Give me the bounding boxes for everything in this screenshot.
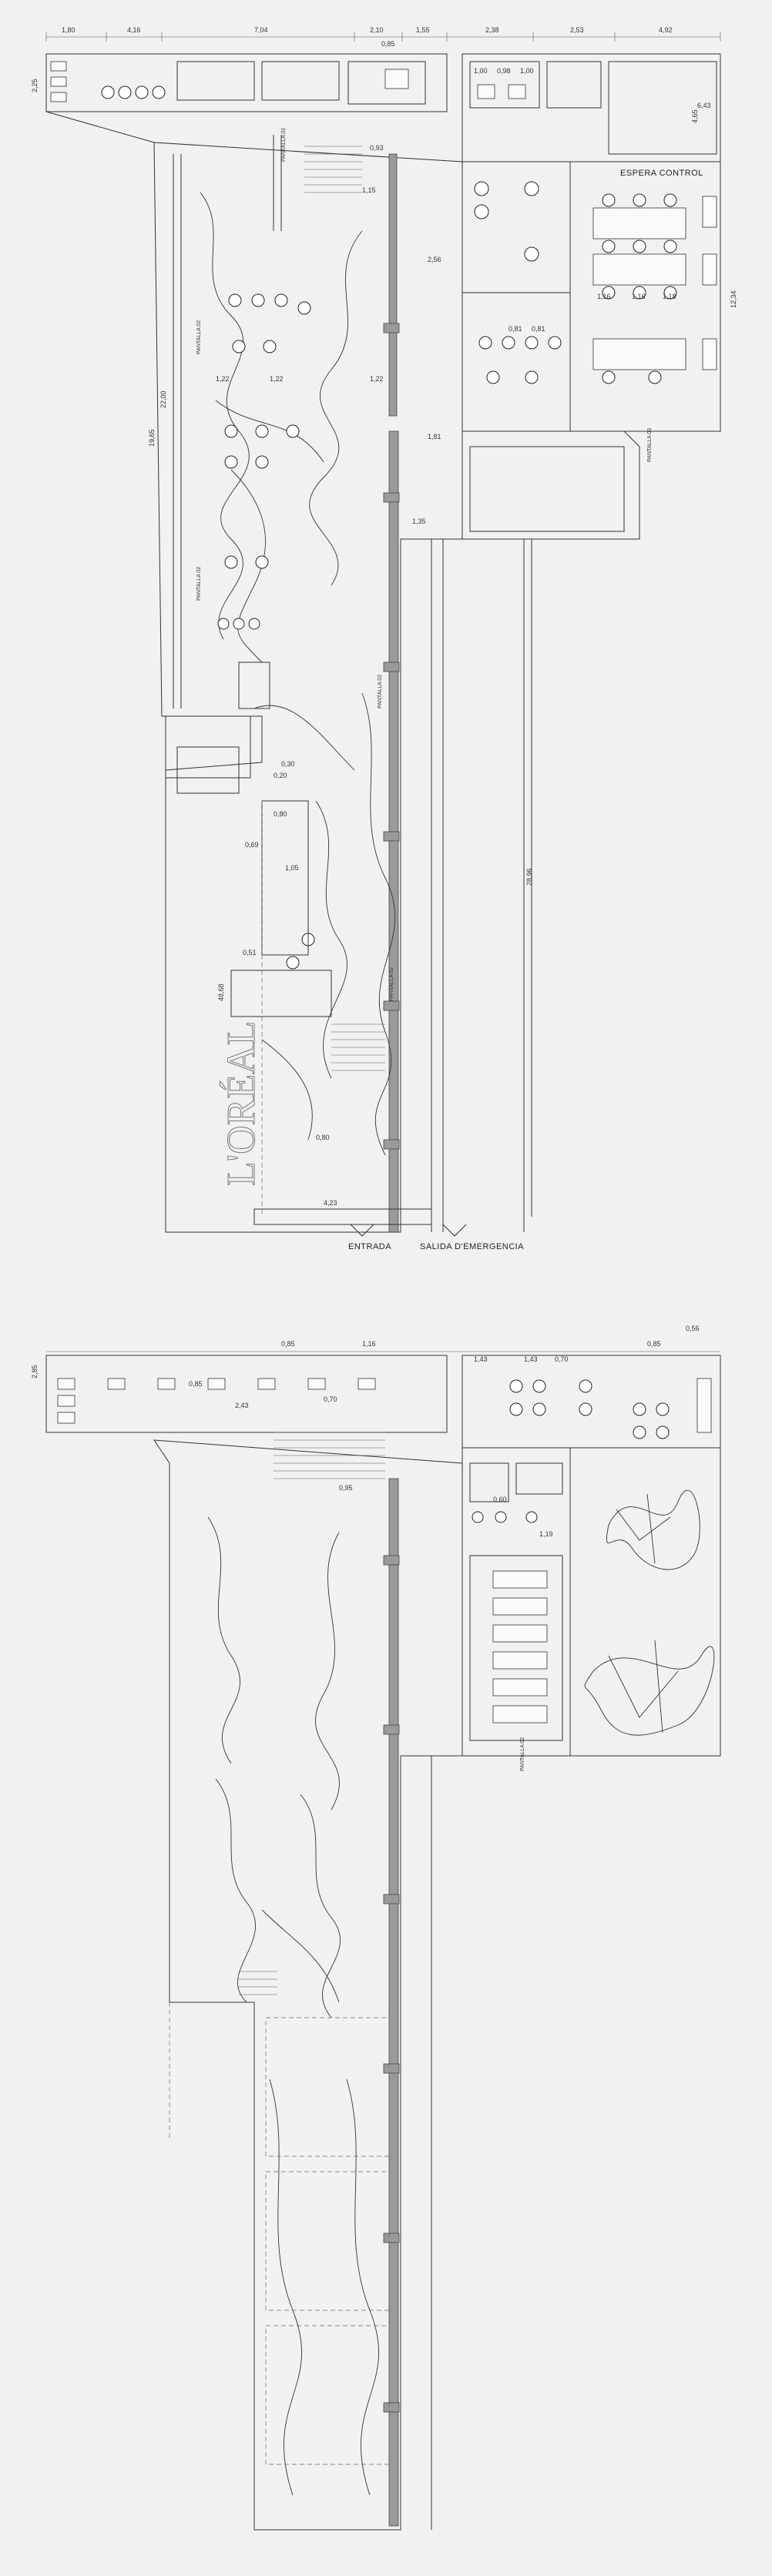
office-label: ESPERA CONTROL bbox=[620, 169, 703, 178]
curved-partitions-top bbox=[200, 192, 396, 1156]
svg-text:0,81: 0,81 bbox=[532, 325, 545, 333]
svg-text:6,43: 6,43 bbox=[697, 102, 711, 109]
svg-text:0,69: 0,69 bbox=[245, 841, 259, 849]
inner-dimensions-top: 1,22 1,22 1,22 2,56 1,81 1,35 0,80 1,05 … bbox=[216, 40, 711, 1207]
dim-bottom-4: 1,43 bbox=[524, 1355, 538, 1363]
partition-label-3: PANTALLA 02 bbox=[196, 567, 202, 601]
partition-label-1: PANTALLA 02 bbox=[281, 128, 287, 162]
lounge-beds bbox=[492, 1570, 548, 1723]
svg-text:1,00: 1,00 bbox=[520, 67, 534, 75]
dim-vert-3: 22,00 bbox=[159, 390, 167, 408]
bottom-stair-lower bbox=[239, 1971, 277, 1995]
svg-text:1,22: 1,22 bbox=[216, 375, 230, 383]
curved-partitions-bottom bbox=[207, 1516, 379, 2496]
loreal-logo: L'ORÉAL bbox=[219, 1021, 263, 1186]
partition-label-2: PANTALLA 02 bbox=[196, 320, 202, 354]
svg-text:0,80: 0,80 bbox=[274, 810, 287, 818]
svg-text:1,18: 1,18 bbox=[663, 293, 676, 300]
dim-top-4: 2,10 bbox=[370, 26, 384, 34]
dim-bottom-2: 1,16 bbox=[362, 1340, 376, 1348]
dim-top-8: 4,92 bbox=[659, 26, 673, 34]
dim-top-3: 7,04 bbox=[254, 26, 268, 34]
svg-text:0,93: 0,93 bbox=[370, 144, 384, 152]
svg-text:4,23: 4,23 bbox=[324, 1199, 337, 1207]
svg-text:0,81: 0,81 bbox=[509, 325, 522, 333]
svg-text:0,30: 0,30 bbox=[281, 760, 295, 768]
dim-vert-4: 48,68 bbox=[217, 983, 225, 1001]
svg-text:1,22: 1,22 bbox=[270, 375, 284, 383]
svg-text:0,98: 0,98 bbox=[497, 67, 511, 75]
partition-label-6: PANTALLA 02 bbox=[389, 967, 394, 1001]
svg-text:1,15: 1,15 bbox=[362, 186, 376, 194]
svg-text:1,00: 1,00 bbox=[474, 67, 488, 75]
dim-top-1: 1,80 bbox=[62, 26, 76, 34]
svg-text:0,51: 0,51 bbox=[243, 949, 257, 956]
staircase-lower bbox=[331, 1023, 385, 1071]
svg-text:0,95: 0,95 bbox=[339, 1484, 353, 1492]
partition-label-bottom: PANTALLA 02 bbox=[520, 1737, 525, 1771]
inner-dimensions-bottom: 0,85 0,95 0,70 1,19 0,60 2,43 bbox=[189, 1380, 553, 1538]
wall-columns-bottom bbox=[383, 1555, 400, 2413]
svg-text:1,16: 1,16 bbox=[632, 293, 646, 300]
dim-vert-5: 28,96 bbox=[525, 868, 533, 886]
bottom-floor-plan: 0,85 1,16 1,43 1,43 0,70 0,85 0,56 2,85 bbox=[31, 1325, 721, 2531]
dim-vert-2: 19,65 bbox=[148, 429, 156, 447]
svg-text:2,56: 2,56 bbox=[428, 256, 441, 263]
svg-text:0,80: 0,80 bbox=[316, 1134, 330, 1141]
svg-text:1,05: 1,05 bbox=[285, 864, 299, 872]
dim-bottom-6: 0,85 bbox=[647, 1340, 661, 1348]
svg-text:1,35: 1,35 bbox=[412, 518, 426, 525]
workstations-bottom-top bbox=[57, 1378, 712, 1439]
plant-illustration-1 bbox=[606, 1489, 700, 1570]
svg-text:0,85: 0,85 bbox=[381, 40, 395, 48]
plant-illustration-2 bbox=[584, 1640, 715, 1736]
svg-text:1,22: 1,22 bbox=[370, 375, 384, 383]
dim-top-7: 2,53 bbox=[570, 26, 584, 34]
svg-text:2,43: 2,43 bbox=[235, 1402, 249, 1409]
dim-bottom-7: 0,56 bbox=[686, 1325, 700, 1332]
svg-text:1,16: 1,16 bbox=[597, 293, 611, 300]
dim-bottom-8: 2,85 bbox=[31, 1365, 39, 1378]
entrance-label: ENTRADA bbox=[348, 1242, 391, 1251]
dim-vert-6: 4,65 bbox=[691, 109, 699, 123]
svg-text:1,19: 1,19 bbox=[539, 1530, 553, 1538]
emergency-exit-label: SALIDA D'EMERGENCIA bbox=[420, 1242, 524, 1251]
wall-columns bbox=[383, 323, 400, 1150]
office-desks bbox=[474, 181, 717, 384]
staircase-bottom bbox=[274, 1432, 385, 1479]
dim-vert-7: 12,34 bbox=[730, 290, 737, 308]
dim-vert-1: 2,25 bbox=[31, 79, 39, 92]
dim-top-2: 4,16 bbox=[127, 26, 141, 34]
dim-bottom-3: 1,43 bbox=[474, 1355, 488, 1363]
svg-text:0,20: 0,20 bbox=[274, 772, 287, 779]
workstations-top bbox=[217, 293, 315, 970]
partition-label-5: PANTALLA 03 bbox=[647, 428, 653, 462]
svg-text:0,85: 0,85 bbox=[189, 1380, 203, 1388]
staircase-top bbox=[273, 135, 362, 231]
partition-label-4: PANTALLA 02 bbox=[378, 675, 383, 708]
svg-text:1,81: 1,81 bbox=[428, 433, 441, 440]
dim-top-5: 1,55 bbox=[416, 26, 430, 34]
top-floor-plan: 1,80 4,16 7,04 2,10 1,55 2,38 2,53 4,92 bbox=[31, 26, 737, 1251]
svg-text:0,70: 0,70 bbox=[324, 1395, 337, 1403]
dim-bottom-1: 0,85 bbox=[281, 1340, 295, 1348]
dim-top-6: 2,38 bbox=[485, 26, 499, 34]
dim-bottom-5: 0,70 bbox=[555, 1355, 569, 1363]
svg-text:0,60: 0,60 bbox=[493, 1496, 507, 1503]
